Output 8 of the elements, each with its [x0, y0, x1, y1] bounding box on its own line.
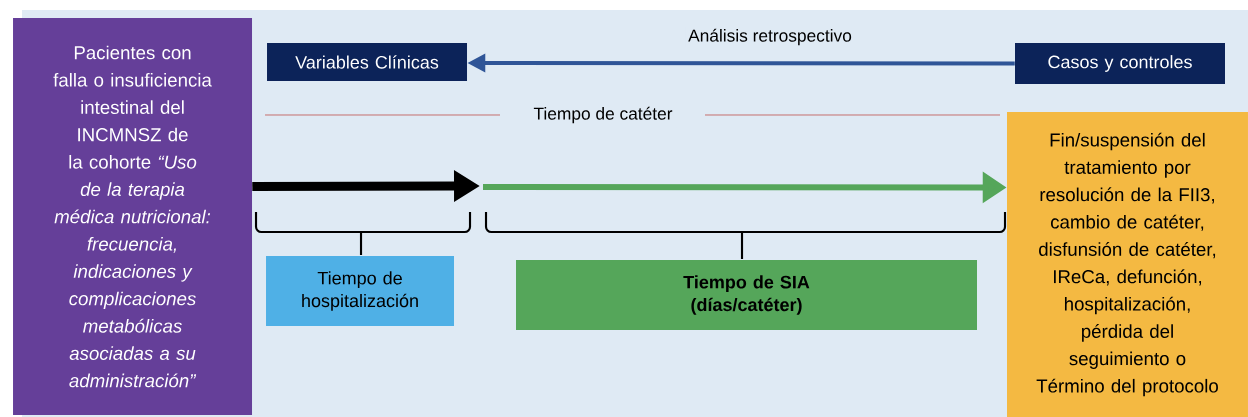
duration-box: Tiempo de SIA (días/catéter) — [516, 260, 977, 330]
variable-box: Variables Clínicas — [267, 43, 467, 81]
outcome-box: Fin/suspensión del tratamiento por resolución de la FII3, cambio de catéter, disfunsión de catéter, IReCa, defunción, hospitalización, pérdida del seguimiento o Término del protocolo — [1007, 112, 1248, 417]
duration-box: Tiempo de hospitalización — [266, 256, 454, 326]
edge-label: Análisis retrospectivo — [685, 26, 855, 48]
axis-label: Tiempo de catéter — [529, 102, 677, 128]
case-box: Casos y controles — [1015, 43, 1225, 84]
patient-box: Pacientes con falla o insuficiencia intestinal del INCMNSZ de la cohorte “Uso de la terapia médica nutricional: frecuencia, indicaciones y complicaciones metabólicas asociadas a su administración” — [13, 18, 252, 415]
